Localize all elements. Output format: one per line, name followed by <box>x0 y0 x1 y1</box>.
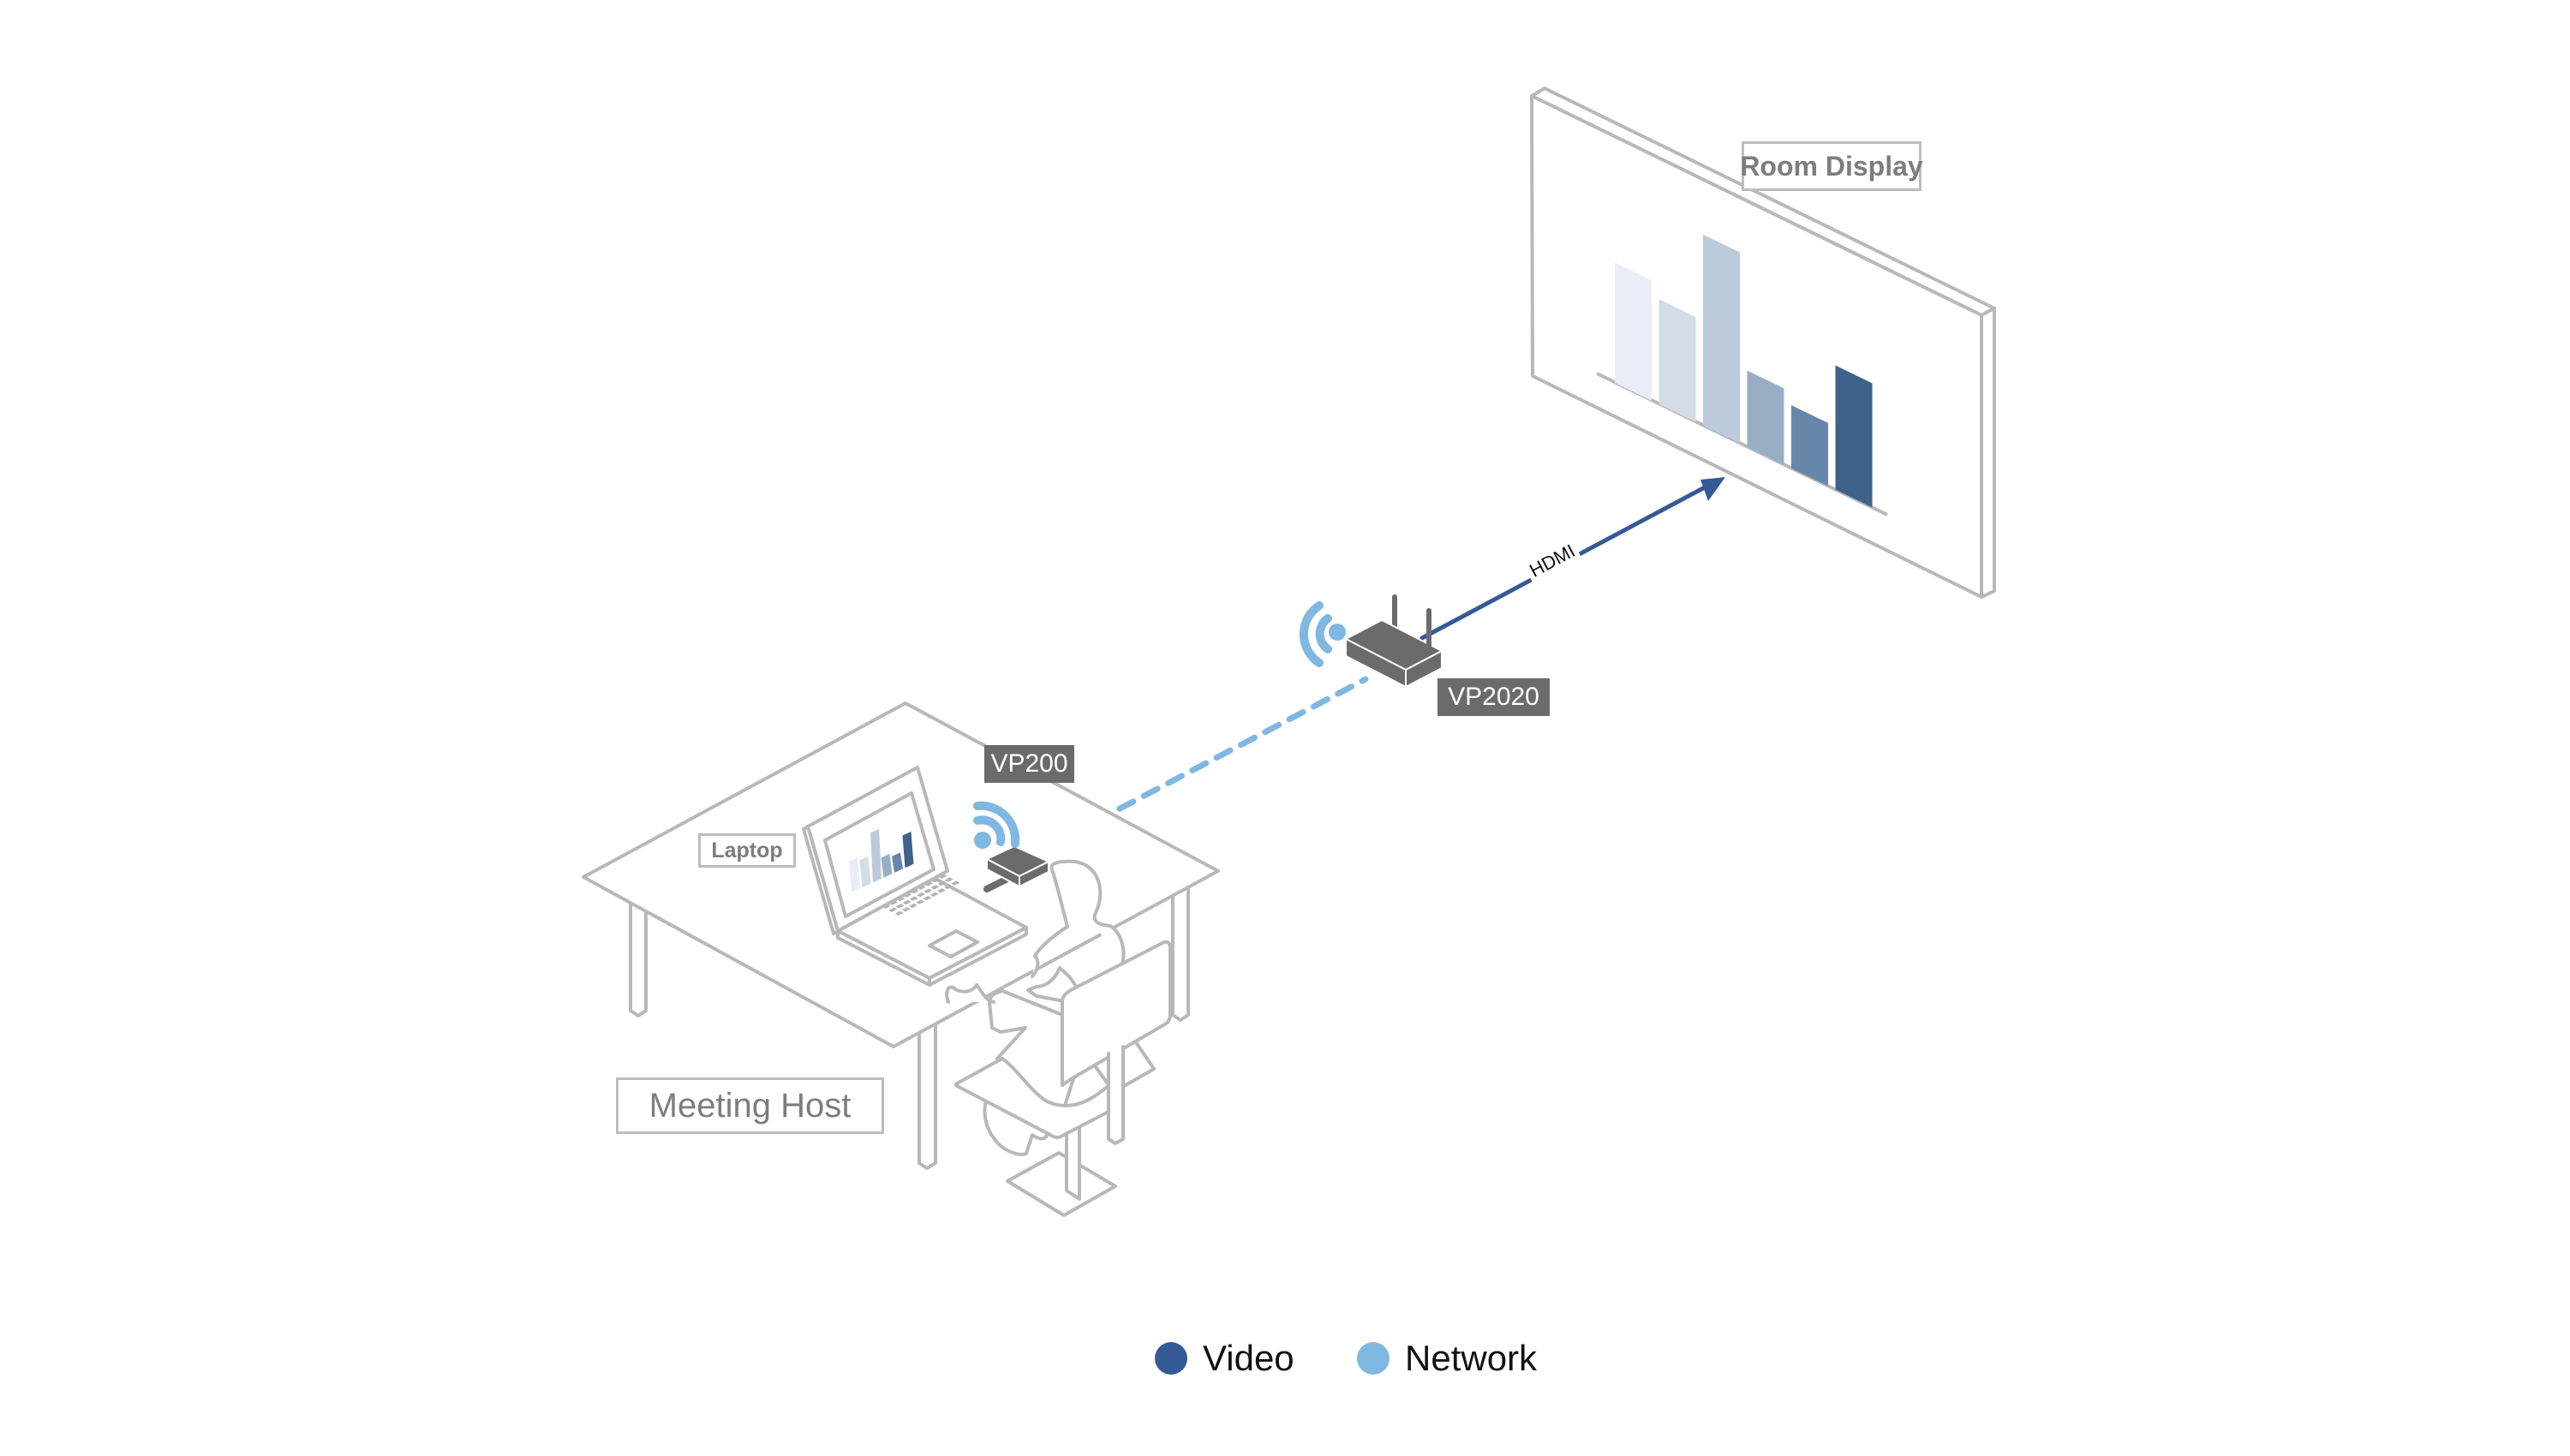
keyboard-key <box>889 900 898 905</box>
chair-front <box>953 940 1172 1201</box>
router-side <box>1405 649 1443 689</box>
arrowhead-icon <box>1700 477 1725 501</box>
keyboard-key <box>944 877 953 882</box>
laptop-chart-bar-5 <box>892 852 903 873</box>
display-chart-bar-2 <box>1659 299 1696 422</box>
room-display <box>1530 87 1996 599</box>
laptop-chart-bar-3 <box>870 828 882 883</box>
laptop-screen-chart <box>849 828 914 892</box>
room-display-label: Room Display <box>1740 141 1923 191</box>
keyboard-key <box>903 892 912 898</box>
keyboard-key <box>894 910 904 916</box>
laptop-trackpad <box>928 929 979 958</box>
laptop-chart-bar-2 <box>859 856 871 888</box>
vp200-device[interactable] <box>983 844 1051 892</box>
display-chart-bar-1 <box>1615 262 1652 401</box>
laptop-chart-bar-4 <box>881 853 893 878</box>
laptop-lid-edge <box>802 825 840 935</box>
vp2020-label: VP2020 <box>1437 678 1550 716</box>
keyboard-key <box>931 877 941 883</box>
legend-label-video: Video <box>1203 1338 1294 1378</box>
display-chart-bar-6 <box>1835 365 1873 508</box>
keyboard-key <box>938 874 947 879</box>
display-side-edge <box>1980 307 1996 599</box>
laptop-screen <box>823 791 935 918</box>
keyboard-key <box>895 904 905 909</box>
wifi-icon <box>1299 601 1346 667</box>
video-color-dot-icon <box>1155 1342 1187 1375</box>
keyboard-key <box>910 889 919 894</box>
chair-back-post <box>1107 1045 1125 1145</box>
keyboard-key <box>930 885 940 890</box>
keyboard-key <box>929 892 939 897</box>
laptop-chart-bar-6 <box>902 831 914 868</box>
network-color-dot-icon <box>1357 1342 1390 1375</box>
keyboard-key <box>937 880 947 886</box>
laptop-base-side <box>928 926 1028 987</box>
display-chart-bar-5 <box>1791 405 1828 486</box>
vp2020-router[interactable] <box>1343 594 1444 689</box>
vp200-side <box>1019 860 1049 888</box>
chair-base <box>1006 1151 1117 1217</box>
keyboard-key <box>936 888 946 893</box>
legend-label-network: Network <box>1405 1338 1538 1378</box>
wifi-icon <box>973 801 1020 849</box>
legend-item-network: Network <box>1357 1338 1537 1379</box>
desk-leg-front <box>917 1023 937 1170</box>
desk-leg-left <box>629 901 648 1017</box>
keyboard-key <box>924 881 933 886</box>
keyboard-key <box>944 884 953 890</box>
keyboard-key <box>909 896 918 901</box>
keyboard-key <box>902 899 911 905</box>
laptop-label: Laptop <box>698 833 796 868</box>
laptop-chart-bar-1 <box>849 856 860 892</box>
keyboard-key <box>909 903 917 909</box>
vp200-label: VP200 <box>984 745 1074 783</box>
person-silhouette <box>945 859 1126 1156</box>
keyboard-key <box>888 907 898 912</box>
laptop[interactable] <box>802 766 1028 987</box>
keyboard-key <box>882 904 891 909</box>
keyboard-key <box>917 892 925 898</box>
keyboard-key <box>951 880 960 886</box>
keyboard-key <box>901 907 911 912</box>
legend-item-video: Video <box>1155 1338 1294 1379</box>
meeting-host-label: Meeting Host <box>616 1077 884 1134</box>
keyboard-key <box>923 888 933 893</box>
display-chart <box>1615 234 1873 508</box>
keyboard-key <box>916 899 925 904</box>
display-chart-bar-4 <box>1747 370 1784 465</box>
chair-backrest <box>1061 940 1172 1087</box>
keyboard-key <box>917 885 926 890</box>
chair-post <box>1065 1120 1081 1201</box>
desk-leg-right <box>1171 888 1190 1022</box>
keyboard-key <box>923 896 932 901</box>
display-chart-bar-3 <box>1703 234 1740 444</box>
keyboard-key <box>896 896 905 902</box>
